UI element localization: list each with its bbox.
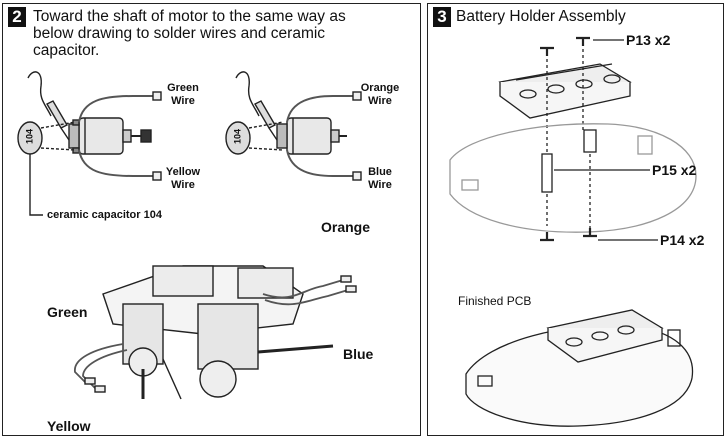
yellow-wire-label: Yellow Wire: [159, 166, 207, 192]
p13-label: P13 x2: [626, 32, 671, 48]
battery-holder-illustration: [449, 36, 697, 427]
green-wire-word: Wire: [171, 95, 195, 107]
step-number-badge: 2: [8, 7, 26, 27]
blue-label: Blue: [343, 346, 374, 362]
green-wire-label: Green Wire: [161, 82, 205, 108]
orange-wire-word: Wire: [368, 95, 392, 107]
step-2-instruction-line-3: capacitor.: [33, 42, 100, 59]
capacitor-code-right: 104: [232, 128, 243, 145]
step-number-badge: 3: [433, 7, 451, 27]
motor-wiring-illustration: [17, 71, 362, 400]
p14-screw: [540, 232, 554, 242]
green-wire-color: Green: [167, 82, 199, 94]
pcb-board-exploded: [449, 123, 697, 233]
step-2-instruction-line-2: below drawing to solder wires and cerami…: [33, 25, 326, 42]
blue-wire-word: Wire: [368, 179, 392, 191]
finished-pcb-illustration: [465, 309, 694, 427]
blue-wire-label: Blue Wire: [359, 166, 401, 192]
blue-wire-color: Blue: [368, 166, 392, 178]
finished-pcb-label: Finished PCB: [458, 294, 532, 308]
orange-wire-label: Orange Wire: [355, 82, 405, 108]
capacitor-code-left: 104: [24, 128, 35, 145]
step-3-title: Battery Holder Assembly: [456, 8, 626, 25]
step-2-panel: 2 Toward the shaft of motor to the same …: [2, 3, 421, 436]
p14-label: P14 x2: [660, 232, 705, 248]
p13-screws: [540, 36, 590, 56]
yellow-wire-word: Wire: [171, 179, 195, 191]
p15-spacer: [541, 153, 553, 193]
green-wire-line: [78, 95, 155, 123]
yellow-wire-color: Yellow: [165, 166, 201, 178]
step-3-panel: 3 Battery Holder Assembly: [427, 3, 724, 436]
step-2-instruction-line-1: Toward the shaft of motor to the same wa…: [33, 8, 346, 25]
ceramic-capacitor-label: ceramic capacitor 104: [47, 209, 162, 221]
green-label: Green: [47, 304, 88, 320]
p15-label: P15 x2: [652, 162, 697, 178]
orange-wire-color: Orange: [360, 82, 400, 94]
solder-iron-cable: [27, 71, 52, 117]
yellow-label: Yellow: [47, 418, 91, 434]
battery-holder: [498, 63, 632, 119]
orange-label: Orange: [321, 219, 371, 235]
gearbox-assembly: [74, 265, 357, 400]
